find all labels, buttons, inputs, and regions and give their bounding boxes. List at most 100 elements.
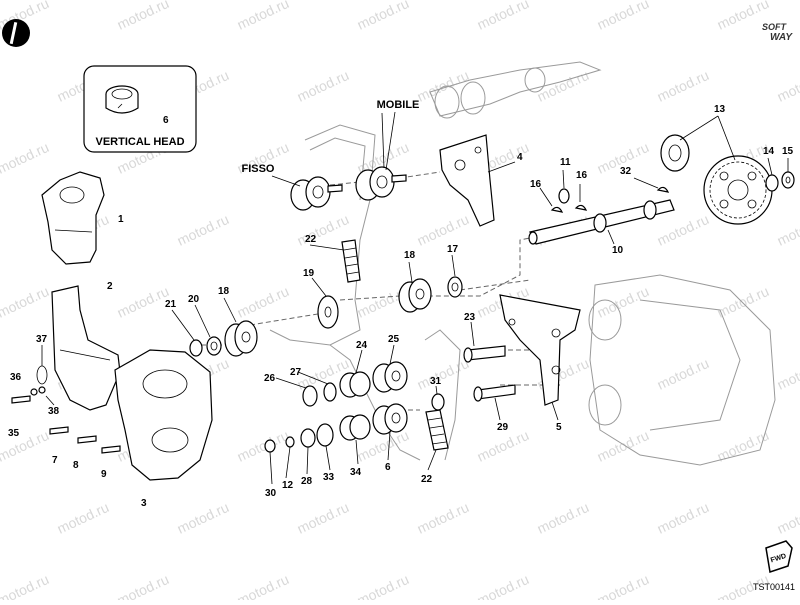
part-5-bracket — [499, 294, 581, 406]
callout-20: 20 — [188, 294, 200, 305]
callout-2: 2 — [107, 281, 113, 292]
left-bolts — [11, 365, 121, 454]
callout-36: 36 — [10, 372, 22, 383]
callout-21: 21 — [165, 299, 177, 310]
watermark-text: motod.ru — [595, 571, 652, 600]
callout-31: 31 — [430, 376, 442, 387]
part-22-belt-section-lower — [425, 409, 449, 451]
part-4-bracket — [439, 134, 495, 227]
watermark-text: motod.ru — [655, 499, 712, 537]
callout-26: 26 — [264, 373, 276, 384]
callout-37: 37 — [36, 334, 48, 345]
callout-25: 25 — [388, 334, 400, 345]
drawing-code: TST00141 — [753, 582, 795, 592]
callout-1: 1 — [118, 214, 124, 225]
callout-16-left: 16 — [530, 179, 542, 190]
part-18-pulley-left — [224, 320, 258, 357]
part-22-belt-section-upper — [341, 239, 361, 283]
parts-24-25-spacers — [339, 361, 408, 398]
watermark-text: motod.ru — [475, 571, 532, 600]
callout-22-lower: 22 — [421, 474, 433, 485]
brand-line-1: SOFT — [762, 22, 788, 32]
fwd-label: FWD — [770, 553, 787, 565]
part-10-shaft — [528, 199, 675, 245]
watermark-text: motod.ru — [115, 571, 172, 600]
watermark-text: motod.ru — [55, 499, 112, 537]
watermark-text: motod.ru — [355, 571, 412, 600]
watermark-text: motod.ru — [595, 427, 652, 465]
callout-29: 29 — [497, 422, 509, 433]
callout-8: 8 — [73, 460, 79, 471]
lower-row-parts — [264, 403, 408, 453]
watermark-text: motod.ru — [655, 211, 712, 249]
part-17-washer — [447, 276, 463, 298]
watermark-text: motod.ru — [595, 283, 652, 321]
watermark-text: motod.ru — [115, 283, 172, 321]
part-3-lower-cover — [114, 349, 213, 481]
camshaft-ghost — [429, 61, 602, 119]
brand-line-2: WAY — [770, 32, 793, 43]
watermark-text: motod.ru — [235, 0, 292, 33]
callout-27: 27 — [290, 367, 302, 378]
callout-34: 34 — [350, 467, 362, 478]
watermark-text: motod.ru — [775, 211, 800, 249]
parts-20-21-washers — [189, 336, 222, 357]
watermark-text: motod.ru — [0, 283, 51, 321]
part-31-ring — [431, 393, 445, 411]
part-23-bolt — [463, 345, 506, 363]
callout-33: 33 — [323, 472, 335, 483]
callout-7: 7 — [52, 455, 58, 466]
watermark-text: motod.ru — [655, 67, 712, 105]
callout-6-inset: 6 — [163, 115, 169, 126]
callout-9: 9 — [101, 469, 107, 480]
watermark-text: motod.ru — [355, 0, 412, 33]
callout-12: 12 — [282, 480, 294, 491]
callout-32: 32 — [620, 166, 632, 177]
watermark-text: motod.ru — [655, 355, 712, 393]
watermark-text: motod.ru — [0, 571, 51, 600]
watermark-text: motod.ru — [235, 283, 292, 321]
watermark-text: motod.ru — [415, 67, 472, 105]
callout-15: 15 — [782, 146, 794, 157]
watermark-text: motod.ru — [175, 211, 232, 249]
callout-38: 38 — [48, 406, 60, 417]
part-29-bolt — [473, 384, 516, 402]
parts-16-keys — [550, 186, 670, 213]
mobile-label: MOBILE — [377, 99, 420, 111]
vertical-head-label: VERTICAL HEAD — [95, 136, 184, 148]
part-13-gears — [660, 134, 773, 225]
callout-28: 28 — [301, 476, 313, 487]
fixed-idler-pulley: FISSO — [241, 163, 343, 211]
callout-22-upper: 22 — [305, 234, 317, 245]
callout-14: 14 — [763, 146, 775, 157]
callout-13: 13 — [714, 104, 726, 115]
part-19-disc — [317, 295, 339, 329]
brand-logo: SOFT WAY — [762, 22, 793, 43]
part-18-pulley-upper — [398, 278, 432, 313]
watermark-text: motod.ru — [595, 0, 652, 33]
vertical-head-inset: VERTICAL HEAD — [83, 65, 197, 153]
callout-3: 3 — [141, 498, 147, 509]
watermark-text: motod.ru — [175, 499, 232, 537]
watermark-text: motod.ru — [775, 67, 800, 105]
part-1-upper-cover — [41, 171, 105, 265]
callout-24: 24 — [356, 340, 368, 351]
parts-26-27-rings — [302, 382, 337, 407]
watermark-text: motod.ru — [535, 499, 592, 537]
watermark-text: motod.ru — [0, 139, 51, 177]
callout-35: 35 — [8, 428, 20, 439]
logo-icon — [2, 19, 30, 47]
watermark-text: motod.ru — [415, 499, 472, 537]
fwd-arrow-icon: FWD — [765, 540, 793, 573]
callout-11: 11 — [560, 157, 571, 168]
engine-block-ghost — [588, 274, 776, 466]
callout-19: 19 — [303, 268, 315, 279]
watermark-text: motod.ru — [115, 0, 172, 33]
callout-17: 17 — [447, 244, 459, 255]
callout-18-left: 18 — [218, 286, 230, 297]
watermark-text: motod.ru — [775, 355, 800, 393]
fisso-label: FISSO — [241, 163, 274, 175]
watermark-text: motod.ru — [415, 355, 472, 393]
parts-14-15-washers — [765, 171, 795, 192]
